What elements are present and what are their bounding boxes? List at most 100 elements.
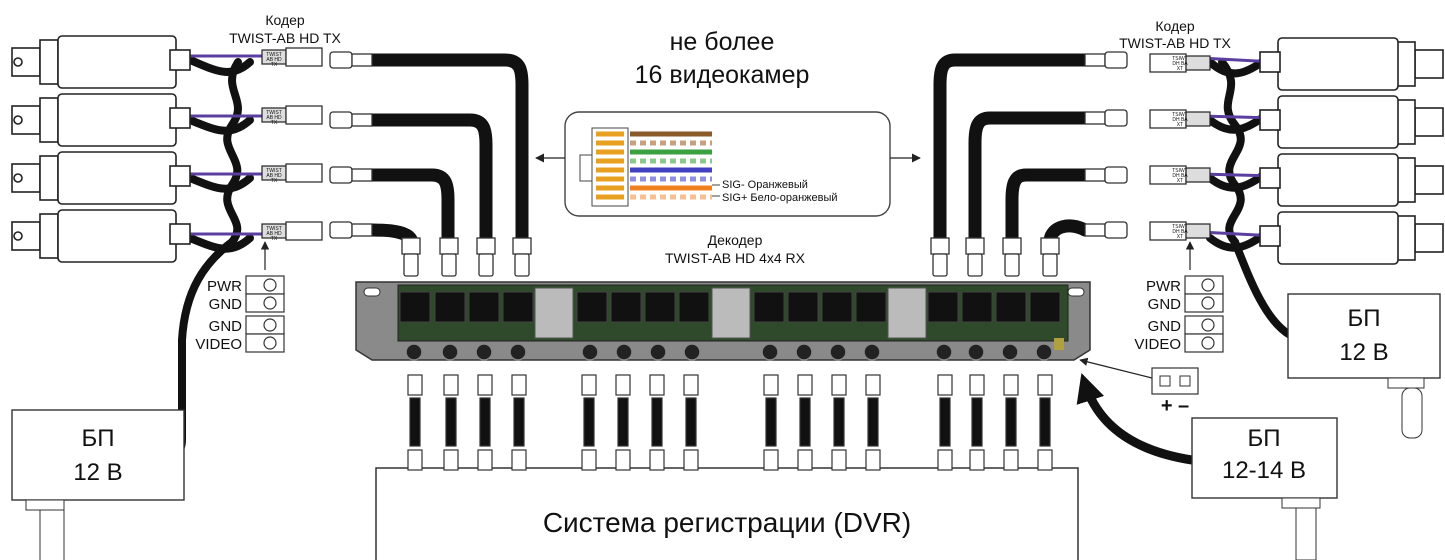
balun-right-3 (1149, 165, 1211, 185)
svg-text:VIDEO: VIDEO (1134, 336, 1181, 353)
svg-text:не более: не более (670, 28, 775, 56)
wiring-callout: SIG- Оранжевый SIG+ Бело-оранжевый (564, 111, 891, 217)
svg-text:XT: XT (1177, 66, 1183, 72)
svg-text:PWR: PWR (1146, 278, 1181, 295)
terminal-block-right: PWR GND GND VIDEO (1134, 241, 1224, 353)
rj45-left-1 (329, 51, 373, 69)
svg-text:Кодер: Кодер (265, 12, 305, 28)
left-twisted-pairs (190, 54, 262, 236)
svg-text:+ –: + – (1161, 395, 1189, 417)
svg-text:GND: GND (209, 318, 243, 335)
svg-text:GND: GND (209, 296, 243, 313)
terminal-block-left: PWR GND GND VIDEO (195, 241, 285, 353)
svg-text:AB HD: AB HD (266, 115, 282, 121)
right-baluns (1149, 53, 1211, 241)
right-utp-cables (933, 53, 1092, 247)
camera-left-1 (11, 35, 191, 89)
rj45-right-4 (1084, 221, 1128, 239)
dvr-box: Система регистрации (DVR) (375, 467, 1079, 560)
rj45-left-4 (329, 221, 373, 239)
decoder-rj45-plugs (401, 237, 1060, 277)
psu-left: БП 12 В (11, 409, 185, 560)
balun-left-2 (261, 105, 323, 125)
svg-text:TWIST-AB HD TX: TWIST-AB HD TX (1119, 35, 1231, 51)
sig-minus-label: SIG- Оранжевый (722, 179, 808, 191)
right-camera-cables (1206, 58, 1294, 339)
svg-text:XT: XT (1177, 234, 1183, 240)
decoder-power-socket (1054, 338, 1064, 350)
svg-text:TSIWT: TSIWT (1172, 56, 1188, 62)
svg-text:DH BA: DH BA (1172, 229, 1188, 235)
psu-rack: БП 12-14 В (1076, 373, 1338, 560)
svg-text:XT: XT (1177, 122, 1183, 128)
svg-text:БП: БП (1248, 425, 1281, 452)
svg-text:AB HD: AB HD (266, 173, 282, 179)
camera-right-4 (1259, 211, 1444, 265)
left-rj45-plugs (329, 51, 373, 239)
balun-right-2 (1149, 109, 1211, 129)
svg-text:DH BA: DH BA (1172, 173, 1188, 179)
decoder-label: Декодер TWIST-AB HD 4x4 RX (665, 232, 806, 266)
svg-text:16 видеокамер: 16 видеокамер (635, 61, 810, 89)
right-rj45-plugs (1084, 51, 1128, 239)
encoder-left-label: Кодер TWIST-AB HD TX (229, 12, 341, 46)
balun-left-4 (261, 221, 323, 241)
svg-text:XT: XT (1177, 178, 1183, 184)
decoder-bnc-connectors (405, 343, 1053, 361)
camera-left-4 (11, 209, 191, 263)
svg-text:БП: БП (1348, 305, 1381, 332)
svg-text:TWIST: TWIST (266, 226, 282, 232)
balun-left-3 (261, 163, 323, 183)
svg-text:TSIWT: TSIWT (1172, 112, 1188, 118)
rj45-right-2 (1084, 109, 1128, 127)
svg-text:Кодер: Кодер (1155, 18, 1195, 34)
svg-text:DH BA: DH BA (1172, 117, 1188, 123)
svg-text:GND: GND (1148, 318, 1182, 335)
left-baluns (261, 47, 323, 241)
svg-text:12 В: 12 В (1339, 339, 1388, 366)
svg-text:TX: TX (271, 236, 278, 242)
svg-text:TWIST: TWIST (266, 52, 282, 58)
psu-right: БП 12 В (1287, 293, 1441, 439)
right-cameras (1259, 37, 1444, 265)
svg-text:TSIWT: TSIWT (1172, 224, 1188, 230)
svg-text:12 В: 12 В (73, 459, 122, 486)
power-terminal: + – (1079, 357, 1199, 417)
svg-text:TWIST: TWIST (266, 168, 282, 174)
camera-left-2 (11, 93, 191, 147)
left-cameras (11, 35, 191, 263)
camera-left-3 (11, 151, 191, 205)
wire-strips (596, 131, 712, 200)
encoder-right-label: Кодер TWIST-AB HD TX (1119, 18, 1231, 51)
svg-text:TX: TX (271, 178, 278, 184)
svg-text:TWIST: TWIST (266, 110, 282, 116)
svg-text:TX: TX (271, 120, 278, 126)
balun-right-1 (1149, 53, 1211, 73)
rj45-right-1 (1084, 51, 1128, 69)
camera-right-2 (1259, 95, 1444, 149)
balun-left-1 (261, 47, 323, 67)
camera-limit-label: не более 16 видеокамер (635, 28, 810, 89)
svg-text:Декодер: Декодер (708, 232, 763, 248)
dvr-label: Система регистрации (DVR) (543, 507, 911, 538)
svg-text:PWR: PWR (207, 278, 242, 295)
svg-text:12-14 В: 12-14 В (1222, 457, 1306, 484)
rj45-left-3 (329, 166, 373, 184)
bnc-cables (407, 374, 1053, 471)
rj45-left-2 (329, 111, 373, 129)
svg-text:AB HD: AB HD (266, 231, 282, 237)
svg-text:TSIWT: TSIWT (1172, 168, 1188, 174)
balun-right-4 (1149, 221, 1211, 241)
svg-text:БП: БП (82, 425, 115, 452)
rj45-right-3 (1084, 166, 1128, 184)
svg-text:TX: TX (271, 62, 278, 68)
camera-right-3 (1259, 153, 1444, 207)
camera-right-1 (1259, 37, 1444, 91)
left-utp-cables (365, 53, 529, 249)
svg-text:GND: GND (1148, 296, 1182, 313)
svg-text:TWIST-AB HD 4x4 RX: TWIST-AB HD 4x4 RX (665, 250, 806, 266)
sig-plus-label: SIG+ Бело-оранжевый (722, 192, 838, 204)
svg-text:TWIST-AB HD TX: TWIST-AB HD TX (229, 30, 341, 46)
